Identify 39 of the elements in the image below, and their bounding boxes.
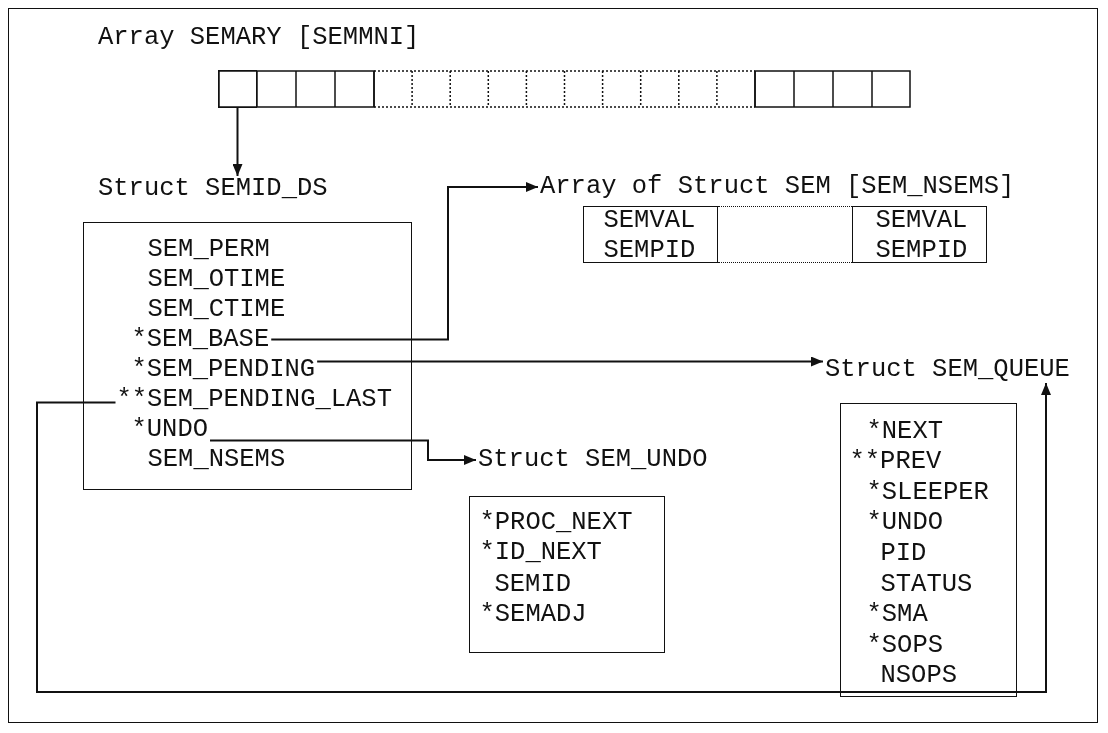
field-name: *SMA [866,601,928,628]
array-title: Array of Struct SEM [SEM_NSEMS] [540,174,1015,200]
field-name: *ID_NEXT [479,539,602,566]
field-name: SEMPID [875,237,968,264]
array-element-box [852,206,987,263]
field-name: NSOPS [880,662,957,689]
field-name: *PROC_NEXT [479,509,633,536]
field-name: *NEXT [866,418,943,445]
field-name: *UNDO [866,509,943,536]
field-name: PID [880,540,927,567]
field-name: SEM_PERM [147,236,270,263]
field-name: *SOPS [866,632,943,659]
field-name: **SEM_PENDING_LAST [116,386,392,413]
struct-title: Struct SEM_QUEUE [825,357,1070,383]
field-name: *SEMADJ [479,601,587,628]
field-name: SEMPID [603,237,696,264]
arrow [270,182,539,341]
field-name: SEM_NSEMS [147,446,286,473]
field-name: SEMVAL [875,207,968,234]
arrow [232,107,243,177]
field-name: STATUS [880,571,973,598]
field-name: *UNDO [131,416,208,443]
array-cell [218,70,257,108]
field-name: **PREV [849,448,942,475]
arrow [209,439,477,465]
arrow [316,356,824,367]
array-element-box [583,206,718,263]
elided-elements-outline [718,206,852,263]
field-name: *SEM_PENDING [131,356,316,383]
field-name: SEM_OTIME [147,266,286,293]
array-title: Array SEMARY [SEMMNI] [98,25,420,51]
struct-title: Struct SEMID_DS [98,176,328,202]
field-name: *SLEEPER [866,479,989,506]
arrow [36,382,1051,693]
struct-title: Struct SEM_UNDO [478,447,708,473]
field-name: *SEM_BASE [131,326,270,353]
field-name: SEM_CTIME [147,296,286,323]
field-name: SEMVAL [603,207,696,234]
field-name: SEMID [494,571,571,598]
